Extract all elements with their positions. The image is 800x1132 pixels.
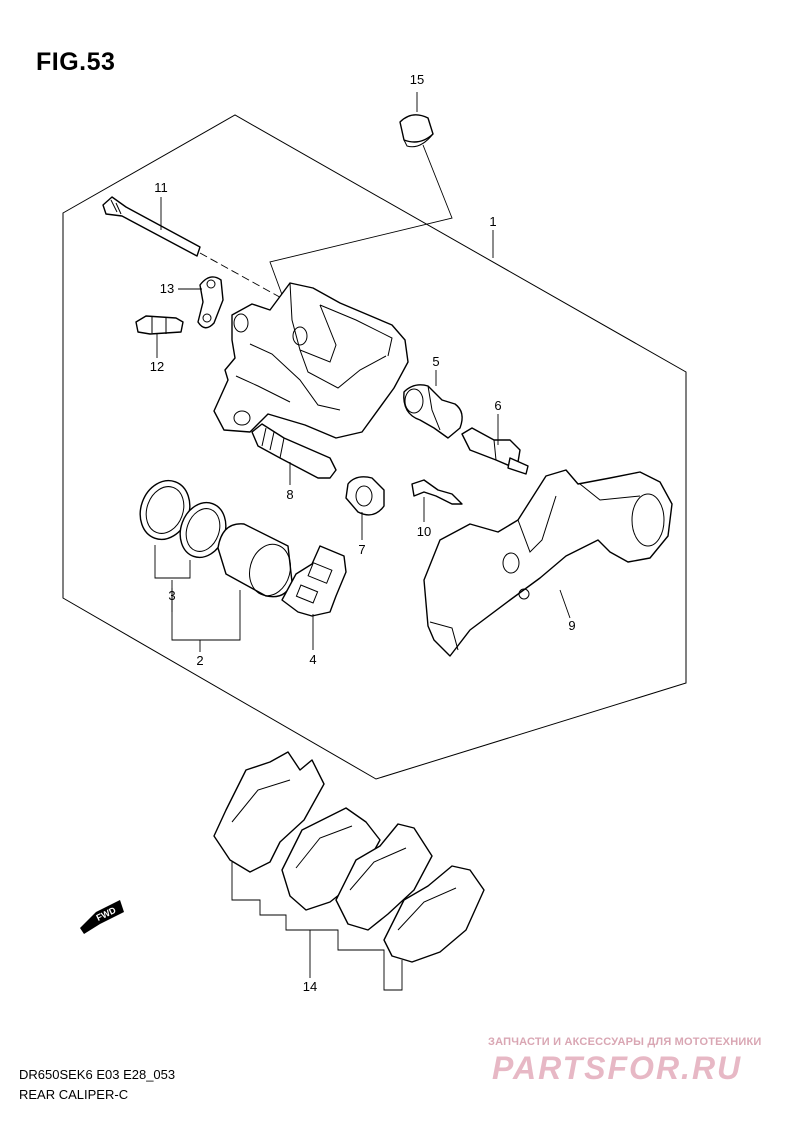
part-10-spring[interactable] <box>411 479 463 505</box>
assembly-frame <box>62 114 687 780</box>
part-9-bracket[interactable] <box>423 469 673 657</box>
callout-3: 3 <box>168 588 175 603</box>
callout-14: 14 <box>303 979 317 994</box>
part-1-caliper-body[interactable] <box>213 282 409 439</box>
part-3-seals[interactable] <box>132 474 233 564</box>
part-7-boot[interactable] <box>345 476 385 516</box>
watermark-text: ЗАПЧАСТИ И АКСЕССУАРЫ ДЛЯ МОТОТЕХНИКИ <box>488 1036 762 1048</box>
leader-3 <box>154 545 191 579</box>
part-2-piston[interactable] <box>217 523 296 600</box>
part-11-pad-pin[interactable] <box>102 196 201 257</box>
callout-8: 8 <box>286 487 293 502</box>
part-14-brake-pads[interactable] <box>213 751 485 963</box>
figure-title: FIG.53 <box>36 48 116 76</box>
leader-14 <box>231 862 403 991</box>
watermark-logo: PARTSFOR.RU <box>492 1050 743 1086</box>
leader-9 <box>559 589 571 619</box>
fwd-direction-arrow: FWD <box>80 900 124 934</box>
part-12-bleeder-valve[interactable] <box>135 315 184 335</box>
part-15-bleeder-cap[interactable] <box>399 114 434 148</box>
pin-centerline <box>199 252 286 301</box>
callout-5: 5 <box>432 354 439 369</box>
callout-4: 4 <box>309 652 316 667</box>
callout-2: 2 <box>196 653 203 668</box>
leader-2 <box>171 580 241 641</box>
callout-9: 9 <box>568 618 575 633</box>
part-4-plate[interactable] <box>281 545 347 617</box>
section-name: REAR CALIPER-C <box>19 1087 129 1102</box>
part-6-bolt[interactable] <box>461 427 529 475</box>
callout-6: 6 <box>494 398 501 413</box>
part-8-slide-pin[interactable] <box>251 423 337 479</box>
callout-1: 1 <box>489 214 496 229</box>
part-13-clip[interactable] <box>197 276 224 329</box>
part-5-boot[interactable] <box>403 384 463 439</box>
model-code: DR650SEK6 E03 E28_053 <box>19 1067 176 1082</box>
callout-15: 15 <box>410 72 424 87</box>
callout-10: 10 <box>417 524 431 539</box>
callout-13: 13 <box>160 281 174 296</box>
callout-11: 11 <box>154 180 168 195</box>
callout-12: 12 <box>150 359 164 374</box>
callout-7: 7 <box>358 542 365 557</box>
